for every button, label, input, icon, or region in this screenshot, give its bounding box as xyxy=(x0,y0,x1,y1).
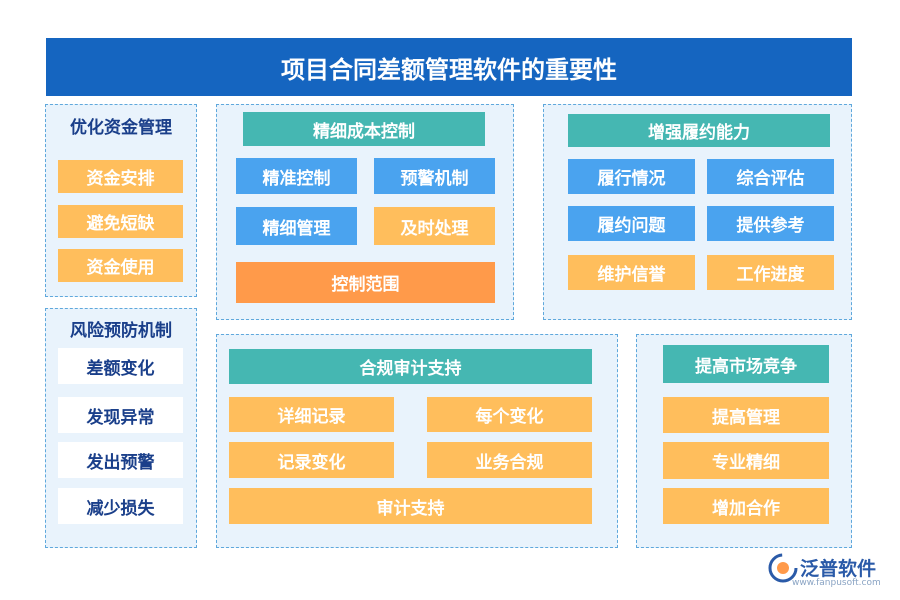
risk-item-2: 发现异常 xyxy=(58,397,183,433)
perform-item-5: 维护信誉 xyxy=(568,255,695,290)
cost-title: 精细成本控制 xyxy=(243,112,485,146)
risk-item-3: 发出预警 xyxy=(58,442,183,478)
market-item-3: 增加合作 xyxy=(663,488,829,524)
audit-item-2: 每个变化 xyxy=(427,397,592,432)
cost-wide: 控制范围 xyxy=(236,262,495,303)
cost-item-1: 精准控制 xyxy=(236,158,357,194)
market-title: 提高市场竞争 xyxy=(663,345,829,383)
audit-wide: 审计支持 xyxy=(229,488,592,524)
perform-item-2: 综合评估 xyxy=(707,159,834,194)
cost-item-3: 精细管理 xyxy=(236,207,357,245)
brand-logo-icon xyxy=(768,553,798,583)
perform-title: 增强履约能力 xyxy=(568,114,830,147)
perform-item-1: 履行情况 xyxy=(568,159,695,194)
funds-item-2: 避免短缺 xyxy=(58,205,183,238)
funds-item-1: 资金安排 xyxy=(58,160,183,193)
brand-name: 泛普软件 xyxy=(800,558,877,580)
funds-item-3: 资金使用 xyxy=(58,249,183,282)
cost-item-4: 及时处理 xyxy=(374,207,495,245)
cost-item-2: 预警机制 xyxy=(374,158,495,194)
risk-item-1: 差额变化 xyxy=(58,348,183,384)
risk-title: 风险预防机制 xyxy=(70,320,172,341)
perform-item-4: 提供参考 xyxy=(707,206,834,241)
audit-item-4: 业务合规 xyxy=(427,442,592,478)
audit-item-1: 详细记录 xyxy=(229,397,394,432)
market-item-2: 专业精细 xyxy=(663,442,829,479)
perform-item-6: 工作进度 xyxy=(707,255,834,290)
page-title: 项目合同差额管理软件的重要性 xyxy=(46,38,852,96)
audit-title: 合规审计支持 xyxy=(229,349,592,384)
audit-item-3: 记录变化 xyxy=(229,442,394,478)
funds-title: 优化资金管理 xyxy=(70,117,172,138)
risk-item-4: 减少损失 xyxy=(58,488,183,524)
brand-url: www.fanpusoft.com xyxy=(792,578,881,588)
perform-item-3: 履约问题 xyxy=(568,206,695,241)
market-item-1: 提高管理 xyxy=(663,397,829,433)
